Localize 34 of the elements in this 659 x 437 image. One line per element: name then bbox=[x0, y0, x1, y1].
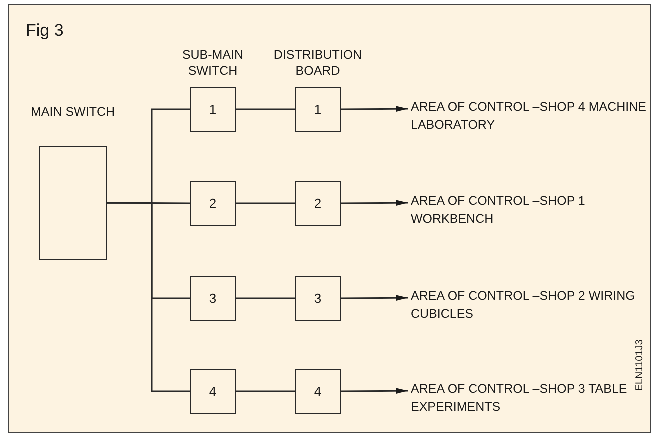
arrow bbox=[341, 388, 408, 394]
figure-code: ELN1101J3 bbox=[634, 340, 646, 392]
box-number: 4 bbox=[314, 385, 322, 398]
area-label: AREA OF CONTROL –SHOP 1 WORKBENCH bbox=[411, 192, 647, 230]
distribution-board-box bbox=[295, 181, 341, 226]
column-heading: DISTRIBUTION BOARD bbox=[272, 47, 364, 80]
arrow bbox=[341, 106, 408, 112]
sub-main-switch-box bbox=[190, 276, 236, 321]
connector-line bbox=[236, 298, 295, 300]
figure-title: Fig 3 bbox=[26, 21, 64, 41]
column-heading: SUB-MAIN SWITCH bbox=[181, 47, 245, 80]
node-heading: MAIN SWITCH bbox=[30, 104, 116, 120]
box-number: 2 bbox=[209, 197, 217, 210]
area-label: AREA OF CONTROL –SHOP 2 WIRING CUBICLES bbox=[411, 287, 647, 325]
box-number: 3 bbox=[314, 292, 322, 305]
arrow bbox=[341, 295, 408, 302]
connector-line bbox=[236, 202, 295, 204]
box-number: 1 bbox=[314, 103, 322, 116]
sub-main-switch-box bbox=[190, 181, 236, 226]
distribution-board-box bbox=[295, 276, 341, 321]
distribution-board-box bbox=[295, 87, 341, 132]
arrow bbox=[341, 200, 408, 206]
connector-line bbox=[107, 202, 190, 392]
box-number: 1 bbox=[209, 103, 217, 116]
box-number: 3 bbox=[209, 292, 217, 305]
sub-main-switch-box bbox=[190, 87, 236, 132]
main-switch-box bbox=[39, 146, 107, 260]
sub-main-switch-box bbox=[190, 369, 236, 414]
distribution-board-box bbox=[295, 369, 341, 414]
connector-line bbox=[236, 108, 295, 110]
box-number: 2 bbox=[314, 197, 322, 210]
area-label: AREA OF CONTROL –SHOP 4 MACHINE LABORATORY bbox=[411, 98, 647, 136]
connector-line bbox=[236, 390, 295, 392]
box-number: 4 bbox=[209, 385, 217, 398]
